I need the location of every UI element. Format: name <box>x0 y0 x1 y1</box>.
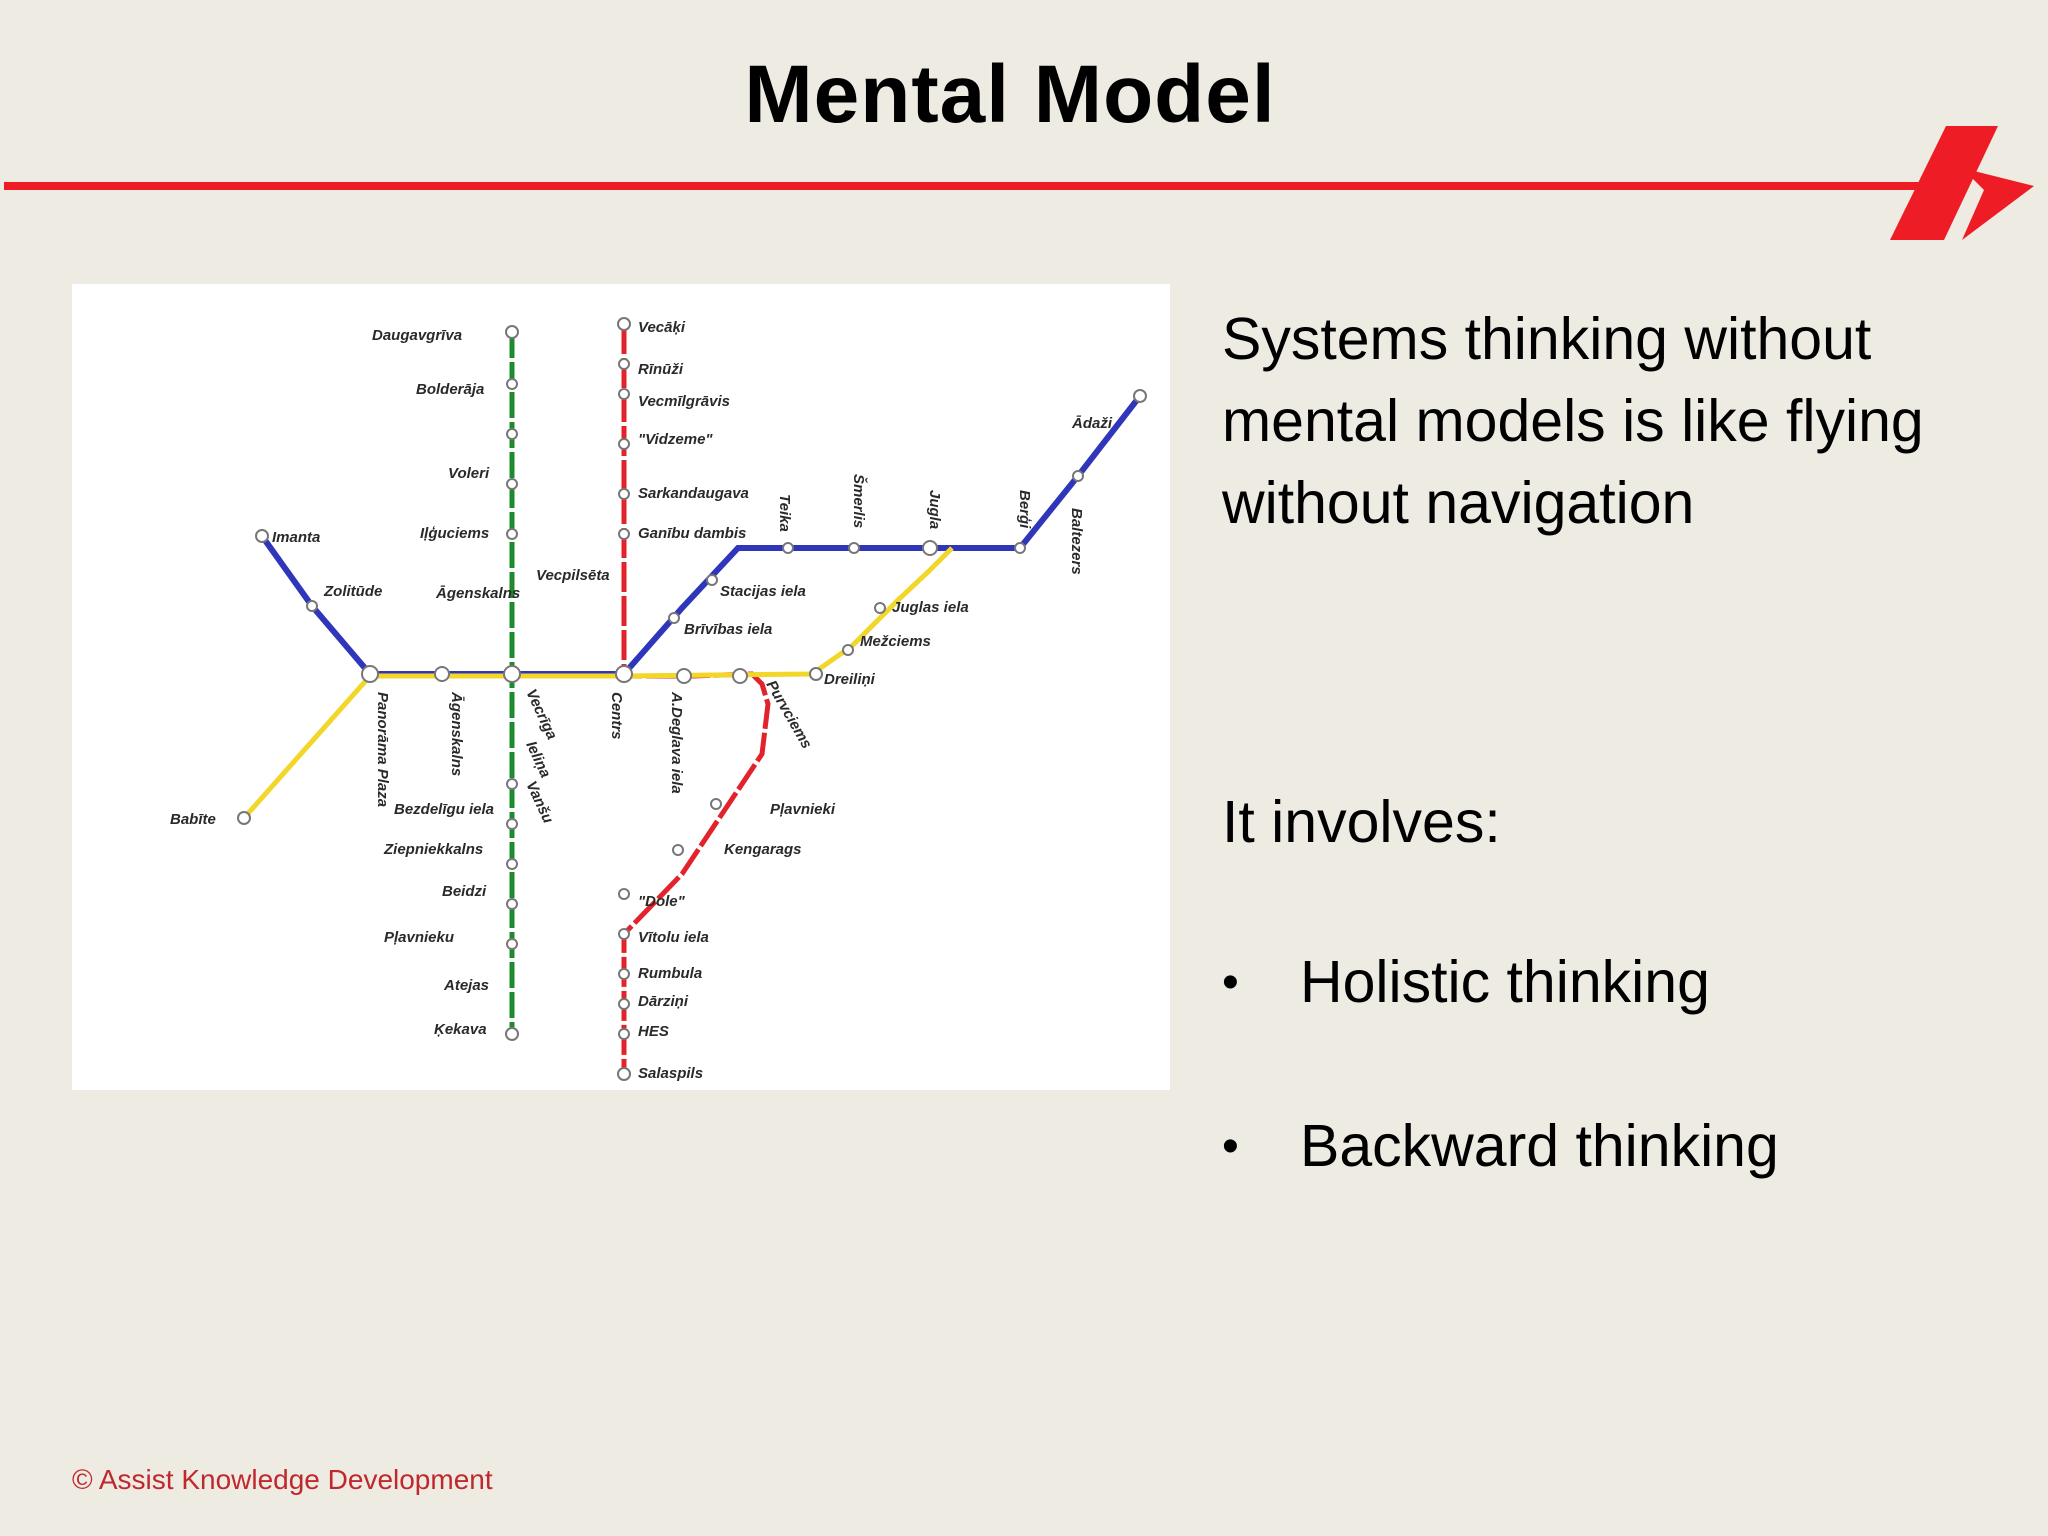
svg-text:Purvciems: Purvciems <box>763 678 816 752</box>
svg-text:Baltezers: Baltezers <box>1068 508 1085 575</box>
svg-text:Āgenskalns: Āgenskalns <box>448 691 465 776</box>
svg-text:Ganību dambis: Ganību dambis <box>638 525 746 542</box>
bullet-dot-icon: • <box>1222 1120 1239 1173</box>
red-divider-line <box>4 182 1964 190</box>
svg-text:Vecrīga: Vecrīga <box>522 687 560 743</box>
svg-text:Vītolu iela: Vītolu iela <box>638 929 709 946</box>
svg-text:Sarkandaugava: Sarkandaugava <box>638 485 749 502</box>
svg-text:Bolderāja: Bolderāja <box>416 381 484 398</box>
involves-label: It involves: <box>1222 789 1501 855</box>
svg-text:Berģi: Berģi <box>1016 490 1033 529</box>
svg-text:Ziepniekkalns: Ziepniekkalns <box>383 841 483 858</box>
svg-text:Imanta: Imanta <box>272 529 320 546</box>
svg-text:HES: HES <box>638 1023 669 1040</box>
metro-map-image: Daugavgrīva Bolderāja Voleri Iļģuciems Ā… <box>72 284 1170 1090</box>
svg-text:Dārziņi: Dārziņi <box>638 993 689 1010</box>
content-column: Systems thinking without mental models i… <box>1222 298 2022 1179</box>
svg-text:Atejas: Atejas <box>443 977 489 994</box>
svg-text:Bezdelīgu iela: Bezdelīgu iela <box>394 801 494 818</box>
svg-text:Ķekava: Ķekava <box>434 1021 487 1038</box>
svg-text:Vecāķi: Vecāķi <box>638 319 686 336</box>
bullet-text: Holistic thinking <box>1300 949 1710 1015</box>
svg-text:Brīvības iela: Brīvības iela <box>684 621 772 638</box>
svg-text:Zolitūde: Zolitūde <box>323 583 382 600</box>
svg-text:Vecpilsēta: Vecpilsēta <box>536 567 610 584</box>
svg-text:Kengarags: Kengarags <box>724 841 802 858</box>
bullet-item: • Holistic thinking <box>1222 948 1779 1112</box>
svg-text:Dreiliņi: Dreiliņi <box>824 671 876 688</box>
bullet-dot-icon: • <box>1222 956 1239 1009</box>
svg-text:Mežciems: Mežciems <box>860 633 931 650</box>
svg-text:Panorāma Plaza: Panorāma Plaza <box>374 692 391 807</box>
svg-text:Babīte: Babīte <box>170 811 216 828</box>
svg-text:Centrs: Centrs <box>608 692 625 740</box>
svg-text:Ādaži: Ādaži <box>1071 415 1113 432</box>
svg-text:Šmerlis: Šmerlis <box>850 474 868 528</box>
svg-text:Jugla: Jugla <box>926 490 943 529</box>
svg-text:Teika: Teika <box>776 494 793 532</box>
svg-text:"Dole": "Dole" <box>638 893 686 910</box>
svg-text:Iļģuciems: Iļģuciems <box>420 525 489 542</box>
bullet-item: • Backward thinking <box>1222 1112 1779 1276</box>
bullet-list: • Holistic thinking • Backward thinking <box>1222 948 1779 1276</box>
lead-text: Systems thinking without mental models i… <box>1222 306 1924 536</box>
svg-text:Salaspils: Salaspils <box>638 1065 703 1082</box>
assist-arrow-logo-icon <box>1890 126 2034 240</box>
svg-text:Stacijas iela: Stacijas iela <box>720 583 806 600</box>
slide-title: Mental Model <box>744 49 1276 140</box>
svg-text:Pļavnieki: Pļavnieki <box>770 801 836 818</box>
bullet-text: Backward thinking <box>1300 1113 1779 1179</box>
svg-text:Āgenskalns: Āgenskalns <box>435 585 520 602</box>
svg-text:Vecmīlgrāvis: Vecmīlgrāvis <box>638 393 730 410</box>
svg-text:Juglas iela: Juglas iela <box>892 599 969 616</box>
svg-text:Pļavnieku: Pļavnieku <box>384 929 454 946</box>
metro-map-svg: Daugavgrīva Bolderāja Voleri Iļģuciems Ā… <box>170 317 1147 1082</box>
svg-text:"Vidzeme": "Vidzeme" <box>638 431 713 448</box>
svg-text:Ieliņa: Ieliņa <box>522 739 554 781</box>
svg-text:Voleri: Voleri <box>448 465 490 482</box>
svg-text:Beidzi: Beidzi <box>442 883 487 900</box>
header-rule <box>4 126 2034 240</box>
svg-text:Rīnūži: Rīnūži <box>638 361 684 378</box>
svg-text:A.Deglava iela: A.Deglava iela <box>668 691 685 794</box>
svg-text:Daugavgrīva: Daugavgrīva <box>372 327 462 344</box>
svg-text:Rumbula: Rumbula <box>638 965 702 982</box>
footer-copyright: © Assist Knowledge Development <box>72 1464 493 1495</box>
svg-text:Vanšu: Vanšu <box>522 779 556 826</box>
